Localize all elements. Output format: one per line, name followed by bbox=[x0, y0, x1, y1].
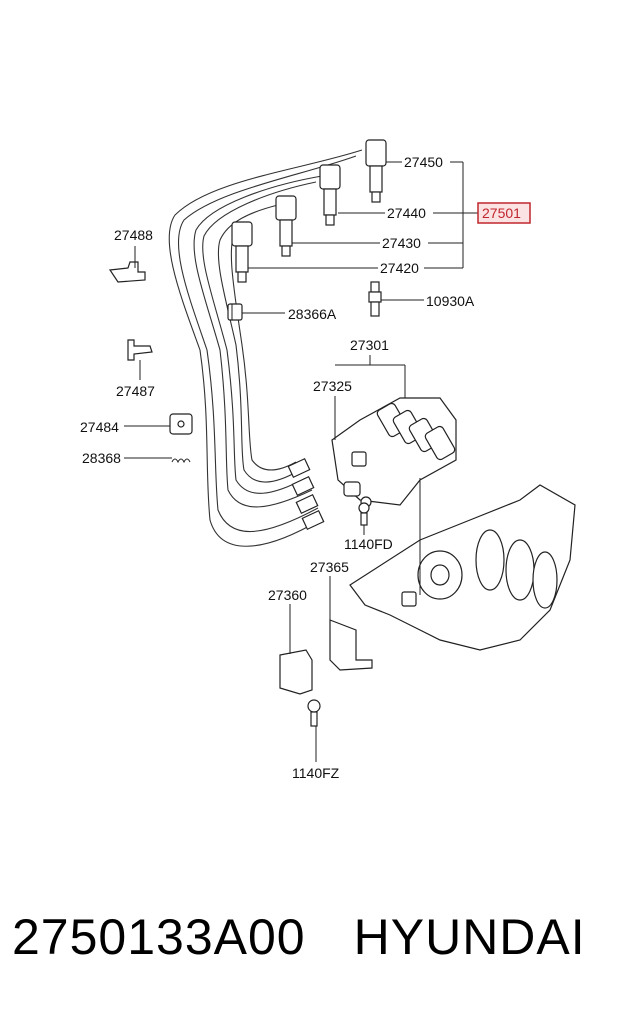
callout-labels: 27450 27440 27501 27430 27420 27488 2836… bbox=[80, 154, 531, 781]
clip-28366a bbox=[227, 303, 243, 321]
callout-27365: 27365 bbox=[310, 559, 349, 575]
holder-27484 bbox=[169, 413, 193, 435]
callout-10930a: 10930A bbox=[426, 293, 475, 309]
callout-28366a: 28366A bbox=[288, 306, 337, 322]
callout-27501-highlight-box bbox=[477, 202, 531, 224]
spring-28368 bbox=[171, 458, 191, 464]
callout-27501[interactable]: 27501 bbox=[482, 205, 521, 221]
clip-27487 bbox=[127, 339, 153, 361]
callout-27488: 27488 bbox=[114, 227, 153, 243]
bolt-1140fd bbox=[358, 502, 370, 526]
sensor-27360 bbox=[279, 649, 313, 695]
callout-1140fz: 1140FZ bbox=[292, 765, 340, 781]
engine-manifold bbox=[349, 484, 576, 651]
ignition-wire-set bbox=[168, 149, 363, 547]
callout-27360: 27360 bbox=[268, 587, 307, 603]
part-number: 2750133A00 bbox=[12, 909, 306, 965]
bracket-27488 bbox=[108, 261, 146, 283]
callout-27325: 27325 bbox=[313, 378, 352, 394]
spark-plug bbox=[368, 281, 382, 317]
brand-name: HYUNDAI bbox=[353, 909, 586, 965]
callout-28368: 28368 bbox=[82, 450, 121, 466]
callout-27440: 27440 bbox=[387, 205, 426, 221]
part-caption: 2750133A00 HYUNDAI bbox=[12, 902, 612, 972]
callout-1140fd: 1140FD bbox=[344, 536, 393, 552]
callout-27484: 27484 bbox=[80, 419, 119, 435]
callout-27487: 27487 bbox=[116, 383, 155, 399]
callout-27450: 27450 bbox=[404, 154, 443, 170]
callout-27430: 27430 bbox=[382, 235, 421, 251]
callout-27301: 27301 bbox=[350, 337, 389, 353]
leader-lines bbox=[124, 161, 478, 762]
plug-boots bbox=[231, 139, 387, 283]
bolt-1140fz bbox=[307, 699, 321, 727]
parts-diagram: 27450 27440 27501 27430 27420 27488 2836… bbox=[80, 139, 576, 781]
bracket-27365 bbox=[329, 619, 373, 671]
callout-27420: 27420 bbox=[380, 260, 419, 276]
ignition-coil-assembly bbox=[331, 397, 457, 508]
